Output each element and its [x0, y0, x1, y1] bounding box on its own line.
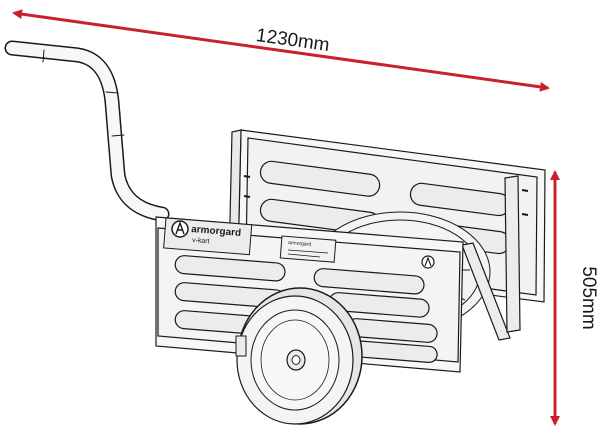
info-plate: armorgard — [279, 235, 337, 263]
length-arrow — [12, 9, 550, 92]
height-label: 505mm — [578, 266, 599, 329]
length-dimension: 1230mm — [12, 9, 550, 92]
brand-badge: armorgard v-kart — [163, 217, 253, 256]
armorgard-logo-icon — [171, 220, 189, 238]
logo-mark-icon — [421, 255, 435, 269]
brand-name: armorgard — [191, 224, 242, 239]
cart-handle — [4, 40, 170, 222]
height-dimension: 505mm — [550, 170, 599, 426]
plate-brand: armorgard — [288, 240, 312, 248]
front-strut — [461, 175, 521, 341]
model-name: v-kart — [192, 237, 210, 245]
wheel — [236, 287, 363, 425]
axle-bracket — [235, 335, 247, 357]
